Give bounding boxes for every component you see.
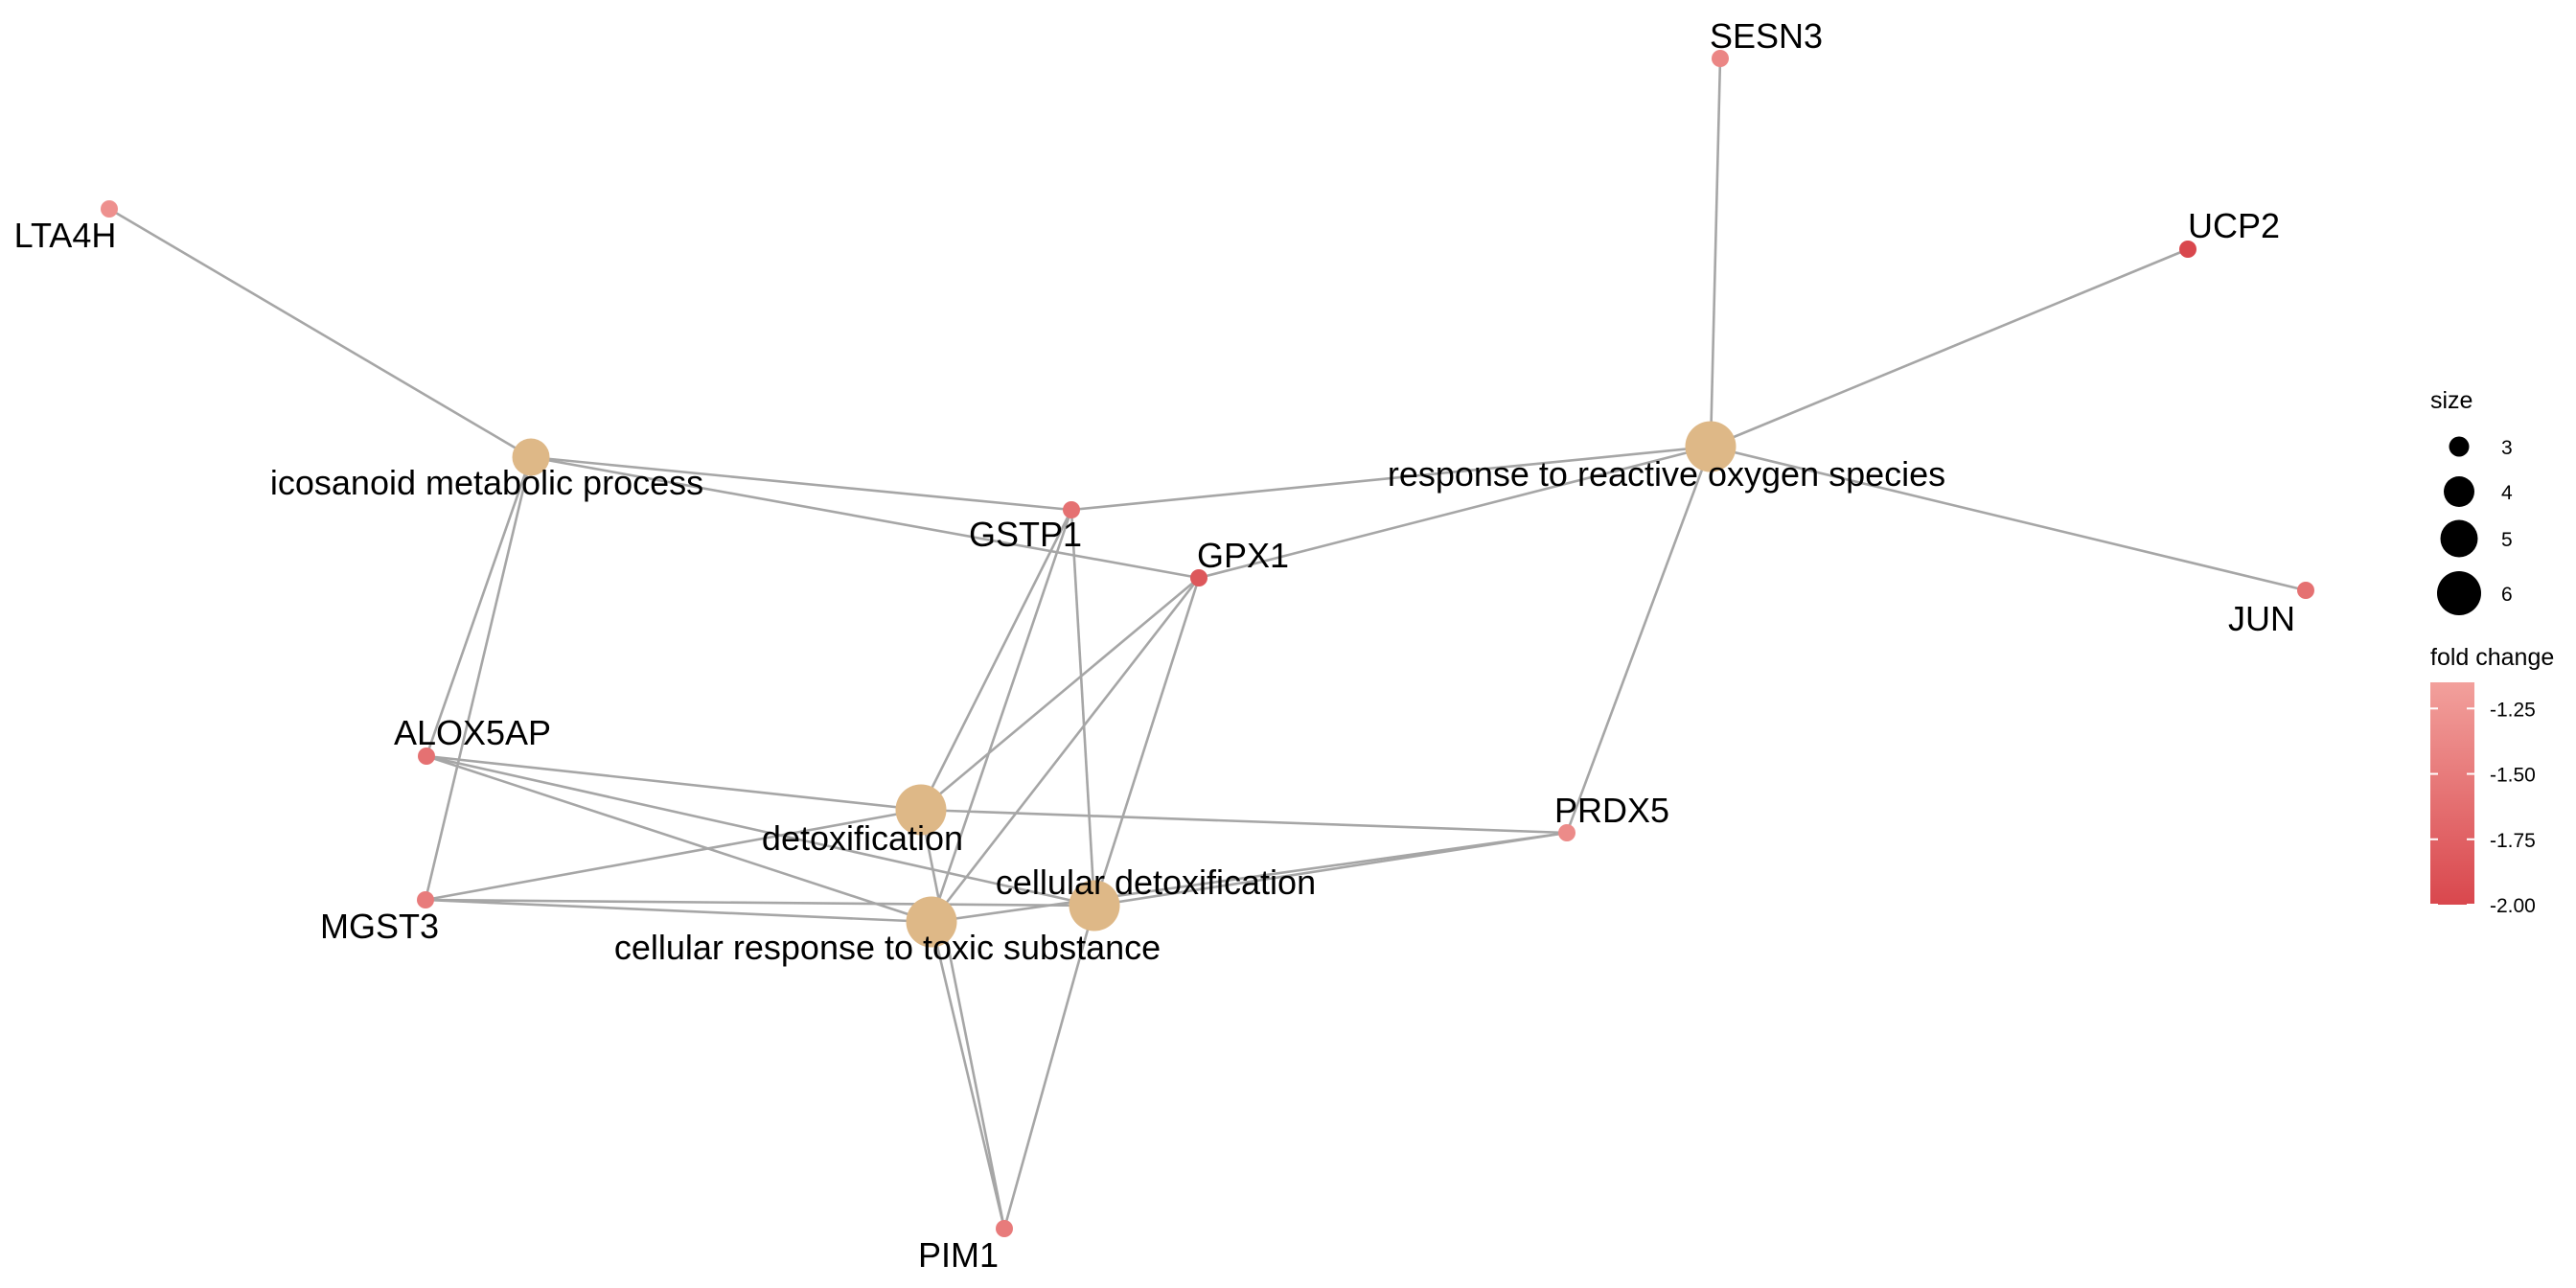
size-legend-label-3: 3	[2501, 437, 2513, 459]
gene-label-ucp2: UCP2	[2188, 206, 2280, 245]
edge-mgst3-detox	[425, 808, 922, 902]
edge-sesn3-ros	[1709, 58, 1722, 448]
edge-gstp1-celldetox	[1070, 509, 1096, 907]
gene-label-mgst3: MGST3	[320, 907, 439, 946]
colorbar-label--1.50: -1.50	[2490, 765, 2536, 787]
edge-jun-ros	[1710, 445, 2307, 592]
edges	[108, 58, 2307, 1230]
size-legend: size 3 4 5 6	[2430, 387, 2513, 615]
edge-gpx1-ros	[1198, 445, 1712, 580]
term-label-detox: detoxification	[762, 818, 963, 858]
colorbar-label--2.00: -2.00	[2490, 895, 2536, 917]
term-node-toxic[interactable]	[906, 896, 957, 948]
edge-icosanoid-alox5ap	[425, 456, 533, 757]
edge-gstp1-toxic	[930, 509, 1073, 923]
term-label-icosanoid: icosanoid metabolic process	[270, 463, 703, 502]
gene-node-gpx1[interactable]	[1190, 569, 1208, 586]
gene-label-jun: JUN	[2228, 599, 2295, 638]
edge-alox5ap-detox	[426, 754, 922, 812]
edge-lta4h-icosanoid	[108, 207, 532, 459]
edge-prdx5-celldetox	[1093, 831, 1568, 908]
size-legend-label-4: 4	[2501, 482, 2513, 504]
edge-prdx5-toxic	[931, 831, 1568, 924]
nodes	[101, 50, 2314, 1237]
gene-node-mgst3[interactable]	[417, 891, 434, 908]
fold-change-legend-title: fold change	[2430, 644, 2554, 671]
gene-node-prdx5[interactable]	[1558, 824, 1576, 841]
size-legend-dot-3	[2449, 436, 2470, 457]
gene-node-jun[interactable]	[2297, 582, 2314, 599]
edge-gpx1-detox	[920, 577, 1200, 811]
legend: size 3 4 5 6 fold change -1.25 -1.50 -1.75 -2.…	[2430, 387, 2554, 917]
edge-pim1-toxic	[930, 921, 1006, 1230]
edge-alox5ap-celldetox	[426, 754, 1095, 908]
gene-node-sesn3[interactable]	[1712, 50, 1729, 67]
edge-mgst3-toxic	[425, 898, 932, 924]
edge-gstp1-ros	[1070, 445, 1712, 512]
size-legend-label-6: 6	[2501, 584, 2513, 606]
gene-node-alox5ap[interactable]	[418, 748, 435, 765]
colorbar-label--1.25: -1.25	[2490, 699, 2536, 721]
gene-node-gstp1[interactable]	[1063, 501, 1080, 518]
edge-alox5ap-toxic	[426, 754, 932, 924]
edge-icosanoid-gpx1	[530, 455, 1200, 580]
term-node-celldetox[interactable]	[1069, 880, 1120, 932]
gene-label-prdx5: PRDX5	[1554, 791, 1669, 830]
gene-label-alox5ap: ALOX5AP	[394, 713, 551, 752]
gene-label-gstp1: GSTP1	[969, 515, 1082, 554]
term-label-ros: response to reactive oxygen species	[1388, 454, 1945, 494]
gene-label-gpx1: GPX1	[1197, 536, 1289, 575]
size-legend-dot-5	[2440, 519, 2478, 558]
edge-prdx5-detox	[920, 808, 1568, 835]
fold-change-legend: fold change -1.25 -1.50 -1.75 -2.00	[2430, 644, 2554, 917]
edge-prdx5-ros	[1565, 446, 1713, 834]
term-label-toxic: cellular response to toxic substance	[614, 928, 1161, 967]
edge-icosanoid-gstp1	[530, 455, 1072, 512]
gene-label-sesn3: SESN3	[1710, 16, 1823, 56]
fold-change-colorbar	[2430, 682, 2474, 905]
edge-gpx1-celldetox	[1092, 577, 1201, 907]
edge-ucp2-ros	[1710, 247, 2189, 448]
size-legend-dot-4	[2444, 476, 2474, 507]
term-node-detox[interactable]	[895, 784, 947, 836]
edge-gstp1-detox	[919, 509, 1073, 811]
term-node-ros[interactable]	[1685, 421, 1736, 472]
size-legend-dot-6	[2437, 571, 2481, 615]
gene-label-lta4h: LTA4H	[14, 216, 117, 255]
term-node-icosanoid[interactable]	[512, 438, 550, 476]
gene-node-ucp2[interactable]	[2179, 241, 2196, 258]
term-label-celldetox: cellular detoxification	[996, 862, 1316, 902]
size-legend-label-5: 5	[2501, 529, 2513, 551]
colorbar-label--1.75: -1.75	[2490, 830, 2536, 852]
size-legend-title: size	[2430, 387, 2472, 414]
edge-icosanoid-mgst3	[424, 456, 533, 901]
edge-pim1-detox	[919, 809, 1006, 1230]
edge-pim1-celldetox	[1002, 905, 1096, 1230]
edge-mgst3-celldetox	[425, 898, 1095, 908]
gene-node-lta4h[interactable]	[101, 200, 118, 218]
gene-label-pim1: PIM1	[918, 1235, 999, 1275]
gene-node-pim1[interactable]	[996, 1220, 1013, 1237]
edge-gpx1-toxic	[930, 577, 1201, 923]
